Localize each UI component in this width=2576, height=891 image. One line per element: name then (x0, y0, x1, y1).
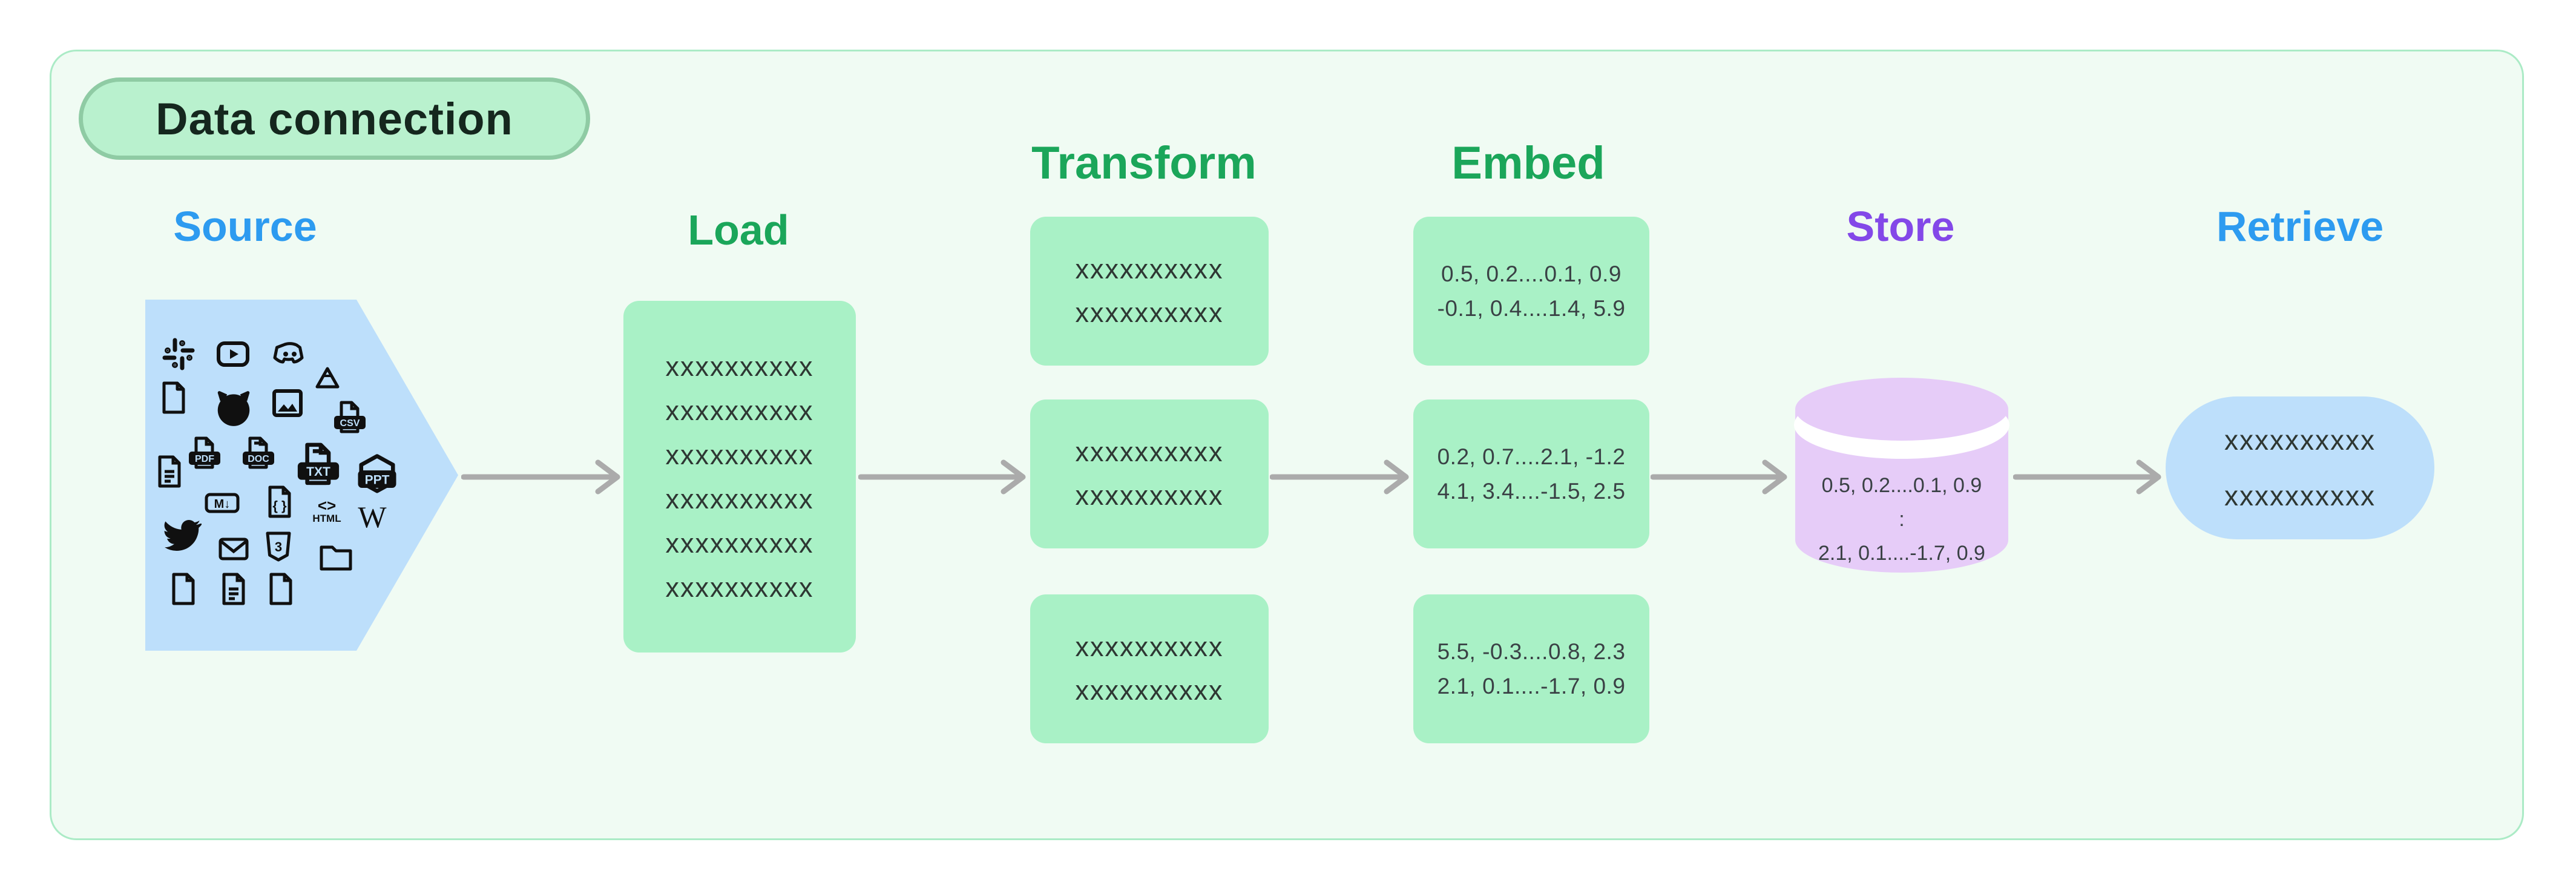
markdown-icon: M↓ (203, 484, 242, 522)
wikipedia-icon: W (353, 498, 392, 536)
transform-line: xxxxxxxxxx (1075, 631, 1224, 662)
retrieve-line: xxxxxxxxxx (2224, 424, 2376, 456)
load-line: xxxxxxxxxx (665, 527, 814, 559)
arrow-load-to-transform (858, 459, 1026, 495)
retrieve-box: xxxxxxxxxx xxxxxxxxxx (2166, 396, 2434, 539)
transform-box-1: xxxxxxxxxx xxxxxxxxxx (1030, 217, 1269, 366)
image-icon (268, 384, 307, 422)
file-icon (261, 570, 300, 608)
transform-box-2: xxxxxxxxxx xxxxxxxxxx (1030, 399, 1269, 548)
load-line: xxxxxxxxxx (665, 483, 814, 515)
ppt-label: PPT (365, 473, 390, 487)
transform-line: xxxxxxxxxx (1075, 254, 1224, 284)
embed-vector: 4.1, 3.4....-1.5, 2.5 (1437, 479, 1626, 504)
store-line: 2.1, 0.1....-1.7, 0.9 (1818, 542, 1985, 565)
html-icon: <> HTML (307, 491, 346, 530)
database-icon (1794, 378, 2009, 573)
github-icon (208, 383, 259, 434)
twitter-icon (163, 516, 202, 555)
embed-box-2: 0.2, 0.7....2.1, -1.2 4.1, 3.4....-1.5, … (1413, 399, 1649, 548)
store-line: : (1899, 508, 1905, 531)
load-line: xxxxxxxxxx (665, 350, 814, 382)
load-line: xxxxxxxxxx (665, 439, 814, 470)
wikipedia-w: W (358, 500, 387, 534)
pdf-file-icon: PDF (185, 435, 224, 473)
embed-heading: Embed (1451, 137, 1605, 189)
ppt-file-icon: PPT (352, 450, 402, 501)
store-vectors: 0.5, 0.2....0.1, 0.9 : 2.1, 0.1....-1.7,… (1792, 469, 2012, 570)
store-line: 0.5, 0.2....0.1, 0.9 (1821, 474, 1982, 497)
load-heading: Load (688, 206, 789, 254)
retrieve-line: xxxxxxxxxx (2224, 480, 2376, 511)
source-heading: Source (173, 203, 317, 250)
load-line: xxxxxxxxxx (665, 571, 814, 603)
load-line: xxxxxxxxxx (665, 395, 814, 426)
html-word-label: HTML (312, 512, 341, 524)
csv-file-icon: CSV (330, 399, 369, 438)
arrow-store-to-retrieve (2013, 459, 2161, 495)
arrow-embed-to-store (1651, 459, 1787, 495)
embed-vector: 5.5, -0.3....0.8, 2.3 (1437, 639, 1626, 664)
file-icon (154, 378, 193, 417)
markdown-label: M↓ (214, 498, 231, 511)
css3-icon: 3 (259, 527, 298, 566)
embed-vector: 0.5, 0.2....0.1, 0.9 (1441, 261, 1622, 286)
store-database-cylinder: 0.5, 0.2....0.1, 0.9 : 2.1, 0.1....-1.7,… (1792, 373, 2012, 581)
discord-icon (271, 335, 309, 373)
pdf-label: PDF (195, 454, 214, 464)
diagram-card (50, 50, 2524, 840)
slack-icon (159, 335, 198, 373)
document-lines-icon (150, 452, 189, 491)
embed-box-1: 0.5, 0.2....0.1, 0.9 -0.1, 0.4....1.4, 5… (1413, 217, 1649, 366)
load-box: xxxxxxxxxx xxxxxxxxxx xxxxxxxxxx xxxxxxx… (623, 301, 856, 653)
arrow-transform-to-embed (1270, 459, 1409, 495)
embed-vector: 0.2, 0.7....2.1, -1.2 (1437, 444, 1626, 469)
embed-vector: 2.1, 0.1....-1.7, 0.9 (1437, 674, 1626, 699)
diagram-title: Data connection (156, 93, 513, 144)
txt-file-icon: TXT (293, 440, 344, 491)
braces-label: { } (272, 498, 287, 513)
embed-vector: -0.1, 0.4....1.4, 5.9 (1437, 296, 1626, 321)
txt-label: TXT (306, 465, 330, 479)
diagram-title-badge: Data connection (79, 77, 590, 160)
transform-line: xxxxxxxxxx (1075, 480, 1224, 511)
store-heading: Store (1846, 203, 1955, 250)
retrieve-heading: Retrieve (2216, 203, 2384, 250)
transform-line: xxxxxxxxxx (1075, 675, 1224, 706)
file-icon (164, 570, 203, 608)
csv-label: CSV (340, 418, 360, 429)
transform-line: xxxxxxxxxx (1075, 436, 1224, 467)
transform-line: xxxxxxxxxx (1075, 297, 1224, 328)
email-icon (214, 530, 253, 568)
doc-file-icon: DOC (239, 435, 278, 473)
doc-label: DOC (248, 454, 269, 464)
youtube-icon (214, 335, 252, 373)
document-lines-icon (214, 570, 253, 608)
transform-heading: Transform (1031, 137, 1257, 189)
html-tag-glyph: <> (317, 496, 337, 515)
code-file-icon: { } (260, 482, 299, 521)
folder-icon (317, 538, 355, 576)
arrow-source-to-load (461, 459, 620, 495)
google-drive-icon (308, 361, 347, 400)
css3-label: 3 (275, 539, 282, 554)
embed-box-3: 5.5, -0.3....0.8, 2.3 2.1, 0.1....-1.7, … (1413, 594, 1649, 743)
transform-box-3: xxxxxxxxxx xxxxxxxxxx (1030, 594, 1269, 743)
